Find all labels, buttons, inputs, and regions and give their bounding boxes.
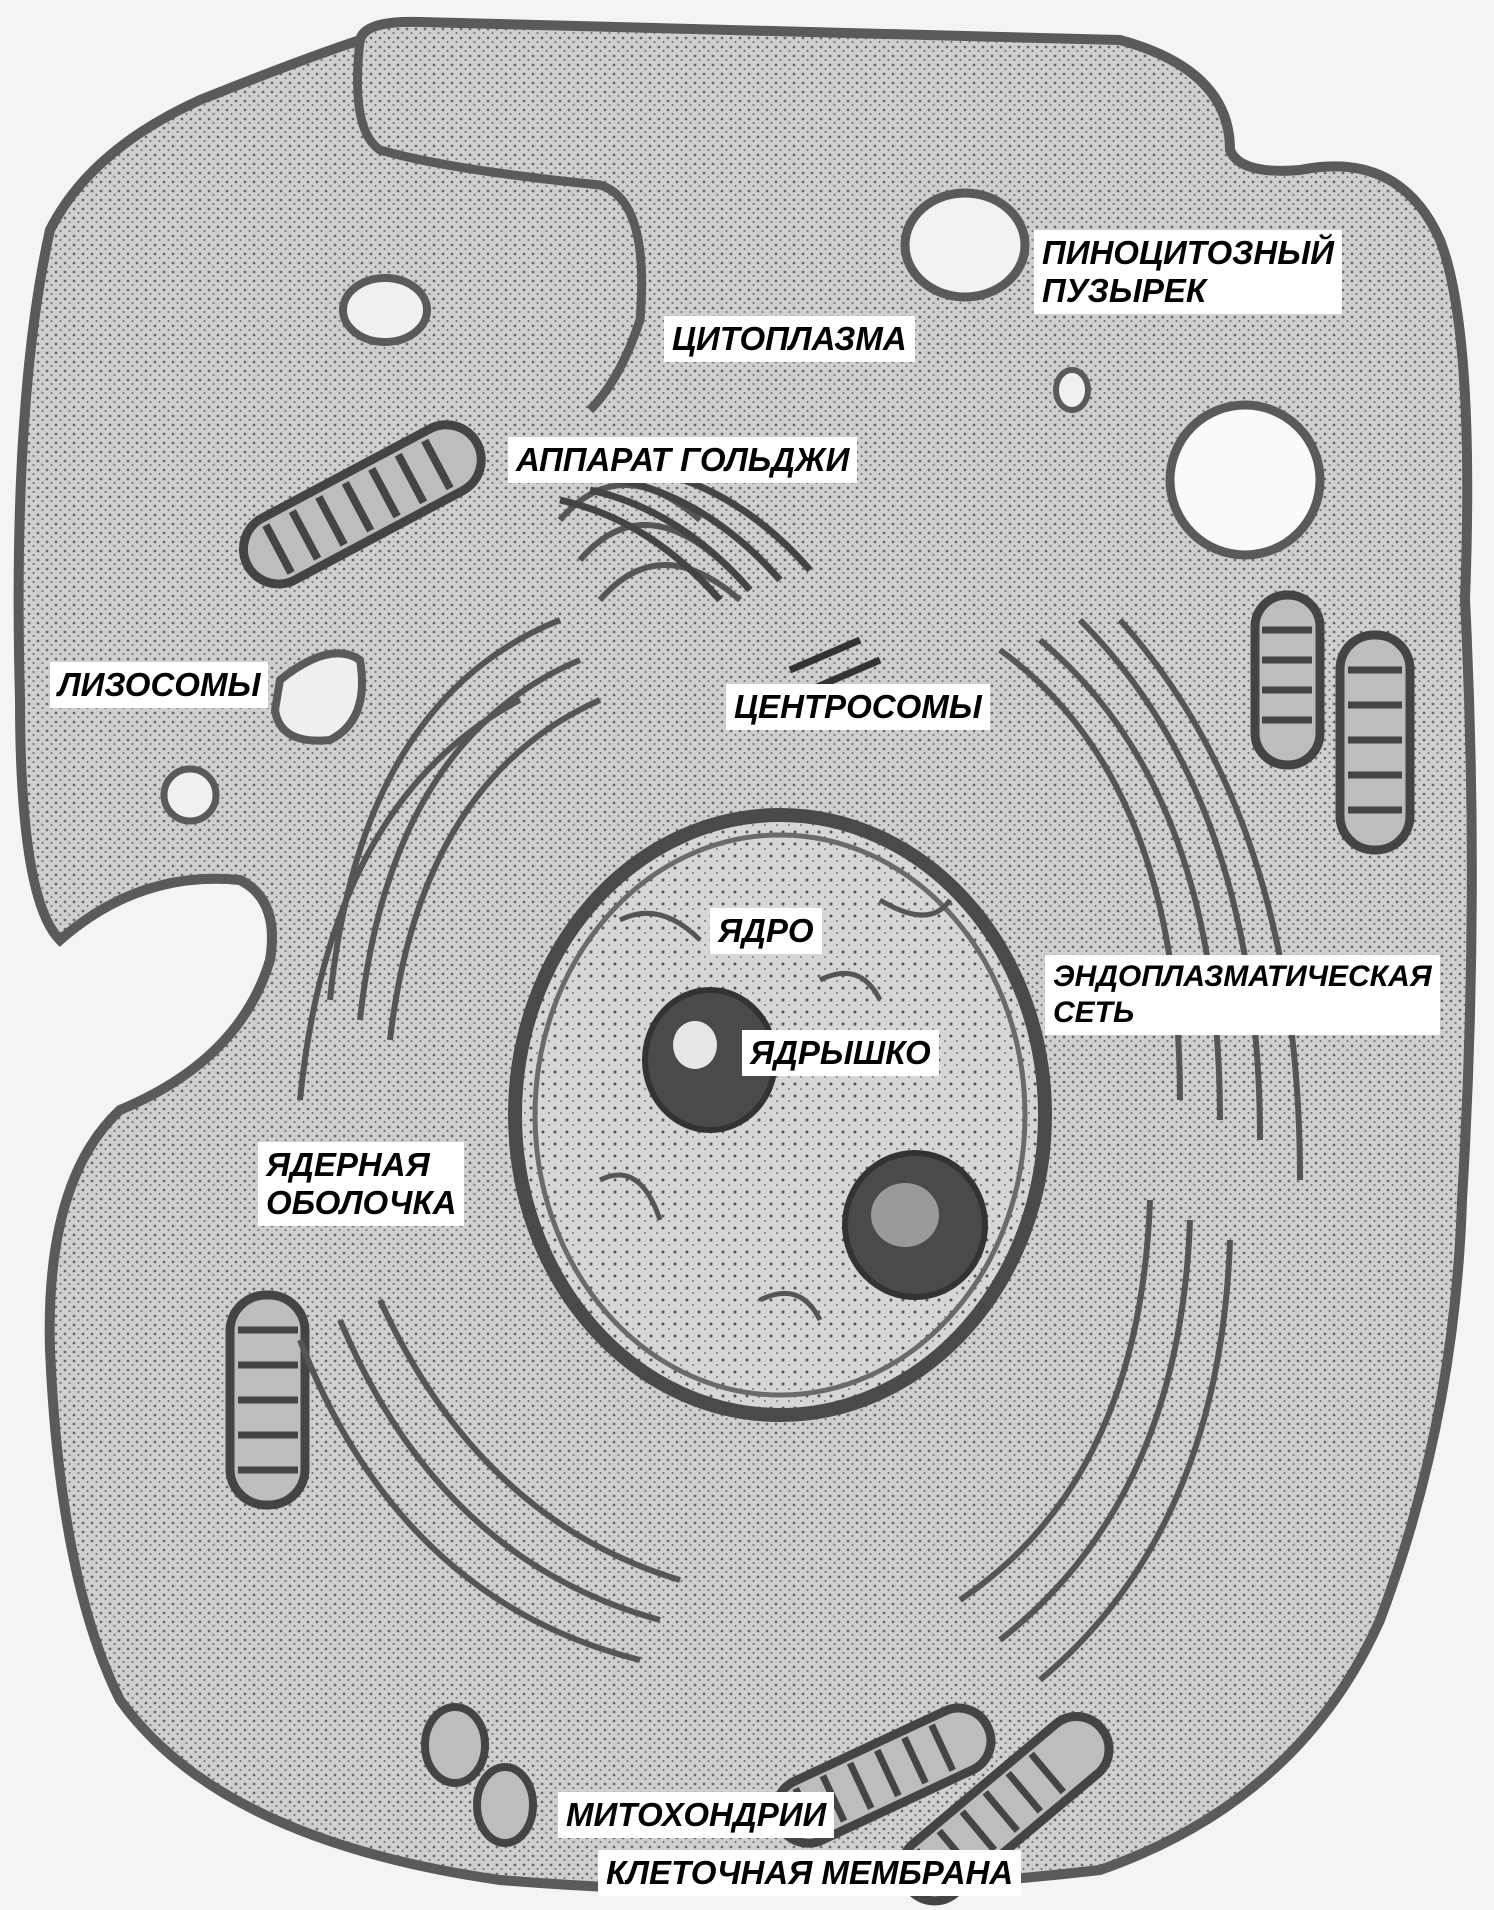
label-nucleolus: ЯДРЫШКО [742,1030,939,1076]
mitochondrion [1250,590,1325,770]
label-golgi-apparatus: АППАРАТ ГОЛЬДЖИ [508,437,858,483]
label-centrosomes: ЦЕНТРОСОМЫ [726,684,990,730]
nucleolus [842,1150,988,1300]
label-text: КЛЕТОЧНАЯ МЕМБРАНА [606,1854,1014,1891]
label-text: МИТОХОНДРИИ [566,1796,827,1833]
vesicle [1053,367,1091,413]
label-text: АППАРАТ ГОЛЬДЖИ [516,441,850,478]
label-text-line2: ПУЗЫРЕК [1042,272,1207,309]
nuclear-envelope [508,808,1052,1422]
pinocytic-vesicle [900,188,1030,302]
mitochondrion [225,1290,310,1510]
chromatin [598,897,953,1322]
label-cytoplasm: ЦИТОПЛАЗМА [664,316,915,362]
vesicle [339,274,431,346]
label-nuclear-envelope: ЯДЕРНАЯ ОБОЛОЧКА [258,1142,465,1226]
label-text: ЛИЗОСОМЫ [58,666,261,703]
lysosome [270,649,366,745]
label-text: ЯДРО [718,912,814,949]
label-text: ЦЕНТРОСОМЫ [734,688,982,725]
label-text-line2: СЕТЬ [1053,996,1135,1029]
mitochondrion [421,1703,489,1787]
membrane-infold [353,39,647,414]
mitochondrion [238,420,486,589]
label-text-line1: ЭНДОПЛАЗМАТИЧЕСКАЯ [1053,960,1432,993]
nuclear-envelope-inner [532,832,1028,1398]
mitochondrion [1335,630,1415,855]
label-mitochondria: МИТОХОНДРИИ [558,1792,835,1838]
mitochondrion [473,1763,537,1847]
label-nucleus: ЯДРО [710,908,822,954]
label-text-line1: ЯДЕРНАЯ [266,1146,430,1183]
label-text: ЦИТОПЛАЗМА [672,320,907,357]
label-text-line2: ОБОЛОЧКА [266,1184,457,1221]
label-text-line1: ПИНОЦИТОЗНЫЙ [1042,234,1334,271]
label-pinocytic-vesicle: ПИНОЦИТОЗНЫЙ ПУЗЫРЕК [1034,230,1342,314]
vesicle [160,765,220,825]
label-lysosomes: ЛИЗОСОМЫ [50,662,269,708]
label-cell-membrane: КЛЕТОЧНАЯ МЕМБРАНА [598,1850,1022,1896]
label-text: ЯДРЫШКО [750,1034,931,1071]
vesicle [1165,400,1325,560]
label-endoplasmic-reticulum: ЭНДОПЛАЗМАТИЧЕСКАЯ СЕТЬ [1045,955,1440,1035]
